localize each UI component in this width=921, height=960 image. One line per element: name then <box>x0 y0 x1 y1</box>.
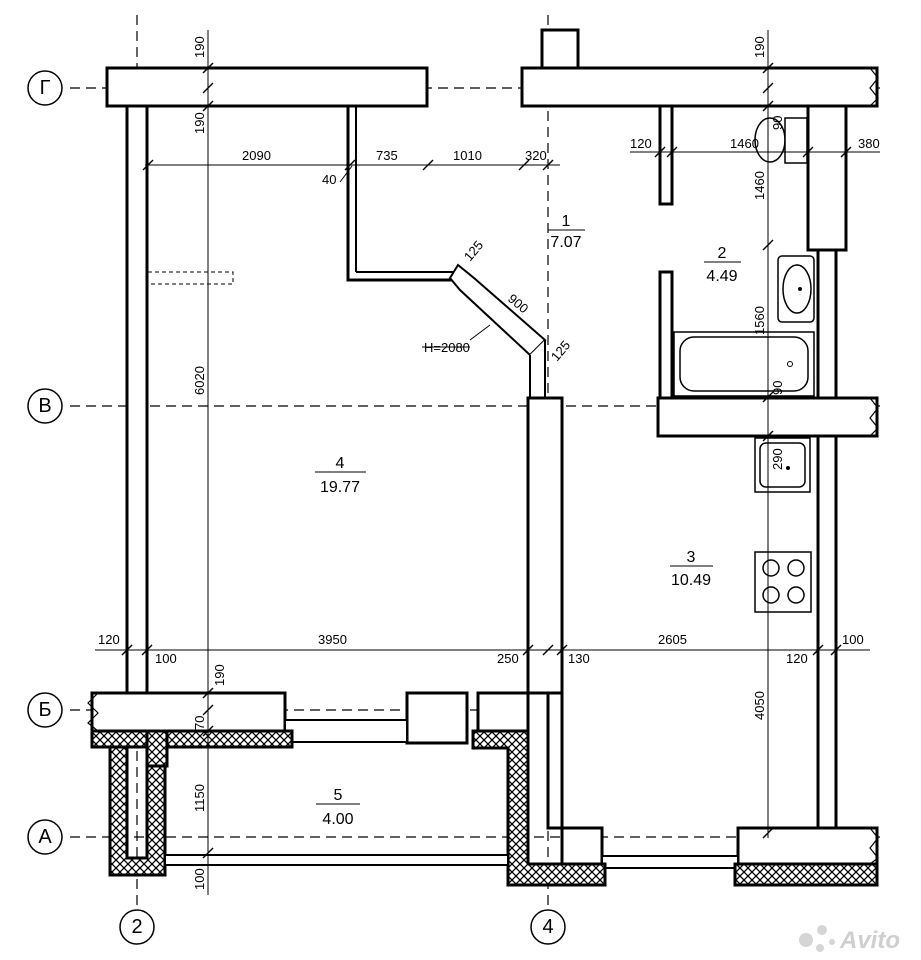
dim-90-mid: 90 <box>770 381 785 395</box>
room-2-label: 2 4.49 <box>704 245 741 285</box>
dim-250: 250 <box>497 651 519 666</box>
axis-label-4: 4 <box>542 916 553 938</box>
window-b <box>284 719 408 743</box>
bath-partition-mid <box>658 270 674 400</box>
balcony-right-wall <box>471 729 607 887</box>
dim-190-top: 190 <box>192 36 207 58</box>
dim-120-left: 120 <box>98 632 120 647</box>
wall-a-left <box>560 826 604 866</box>
dim-1010: 1010 <box>453 148 482 163</box>
dimension-labels: 190 190 190 2090 735 1010 320 40 125 900… <box>98 36 880 890</box>
axis-markers: Г В Б А 2 4 <box>27 70 566 945</box>
dim-3950: 3950 <box>318 632 347 647</box>
axis-label-b: Б <box>38 699 51 721</box>
room-5-label: 5 4.00 <box>316 787 360 828</box>
stove-icon <box>754 551 812 613</box>
bathtub-icon <box>673 331 815 397</box>
dim-70: 70 <box>192 716 207 730</box>
dim-2090: 2090 <box>242 148 271 163</box>
axis-bubble-b <box>27 692 63 728</box>
room-3-number: 3 <box>687 549 696 566</box>
room-2-number: 2 <box>718 245 727 262</box>
dim-1460-h: 1460 <box>730 136 759 151</box>
dim-4050: 4050 <box>752 691 767 720</box>
dim-6020: 6020 <box>192 366 207 395</box>
axis-bubble-a <box>27 819 63 855</box>
dim-120-right: 120 <box>786 651 808 666</box>
wall-a-right <box>736 826 879 866</box>
window-a <box>601 855 739 869</box>
dim-130: 130 <box>568 651 590 666</box>
room-5-number: 5 <box>334 787 343 804</box>
dim-290: 290 <box>770 448 785 470</box>
avito-watermark: Avito <box>799 925 900 954</box>
room-4-area: 19.77 <box>320 479 360 496</box>
balcony-post <box>145 729 169 768</box>
axis-label-2: 2 <box>131 916 142 938</box>
dim-40: 40 <box>322 172 336 187</box>
balcony-glazing <box>164 854 509 866</box>
room-2-area: 4.49 <box>706 268 737 285</box>
axis-bubble-2 <box>119 909 155 945</box>
wall-top-right <box>520 66 879 108</box>
dim-320: 320 <box>525 148 547 163</box>
kitchen-sink-icon <box>754 437 811 493</box>
avito-logo-icon <box>799 925 835 952</box>
room-1-label: 1 7.07 <box>548 213 585 251</box>
avito-watermark-text: Avito <box>839 927 900 954</box>
balcony-rail-bottom <box>733 862 879 887</box>
room-4-label: 4 19.77 <box>315 455 366 496</box>
dim-100-left: 100 <box>155 651 177 666</box>
dim-190-b: 190 <box>192 112 207 134</box>
axis-label-g: Г <box>40 77 51 99</box>
wall-b-right <box>476 691 530 733</box>
dim-190-mid: 190 <box>212 664 227 686</box>
axis-label-v: В <box>38 395 51 417</box>
wall-right-lower <box>816 434 838 830</box>
dim-735: 735 <box>376 148 398 163</box>
room-5-area: 4.00 <box>322 811 353 828</box>
wall-b-mid <box>405 691 469 745</box>
wall-right-upper <box>816 248 838 400</box>
dim-125a: 125 <box>461 238 486 264</box>
wall-top-left <box>105 66 429 108</box>
wall-left <box>125 104 149 695</box>
sink-icon <box>777 255 815 323</box>
bath-partition-top <box>658 104 674 206</box>
dim-190-right: 190 <box>752 36 767 58</box>
dim-1460-v: 1460 <box>752 171 767 200</box>
dim-380: 380 <box>858 136 880 151</box>
dim-100-right: 100 <box>842 632 864 647</box>
dim-90-top: 90 <box>770 116 785 130</box>
dim-100-bottom: 100 <box>192 868 207 890</box>
room-3-area: 10.49 <box>671 572 711 589</box>
dim-1150: 1150 <box>192 784 207 812</box>
axis-bubble-4 <box>530 909 566 945</box>
partition-corridor <box>346 106 472 297</box>
wall-central <box>526 396 564 695</box>
room-1-number: 1 <box>562 213 571 230</box>
axis-bubble-g <box>27 70 63 106</box>
dim-125b: 125 <box>548 338 573 364</box>
dim-2605: 2605 <box>658 632 687 647</box>
room-3-label: 3 10.49 <box>670 549 713 589</box>
vent-shaft <box>806 104 848 252</box>
axis-label-a: А <box>38 826 52 848</box>
dim-1560: 1560 <box>752 306 767 335</box>
wall-b-left <box>90 691 287 733</box>
axis-bubble-v <box>27 388 63 424</box>
dim-h2080: H=2080 <box>424 340 470 355</box>
chimney <box>540 28 580 70</box>
dimension-lines <box>87 30 880 895</box>
room-4-number: 4 <box>336 455 345 472</box>
walls <box>90 28 879 887</box>
room-1-area: 7.07 <box>550 234 581 251</box>
fixtures <box>147 117 815 613</box>
room-labels: 1 7.07 2 4.49 3 10.49 4 19.77 5 4.00 <box>315 213 741 828</box>
radiator <box>147 271 234 285</box>
dim-120-bath: 120 <box>630 136 652 151</box>
wall-central-lower <box>546 691 564 830</box>
balcony-rail-top <box>90 729 294 749</box>
